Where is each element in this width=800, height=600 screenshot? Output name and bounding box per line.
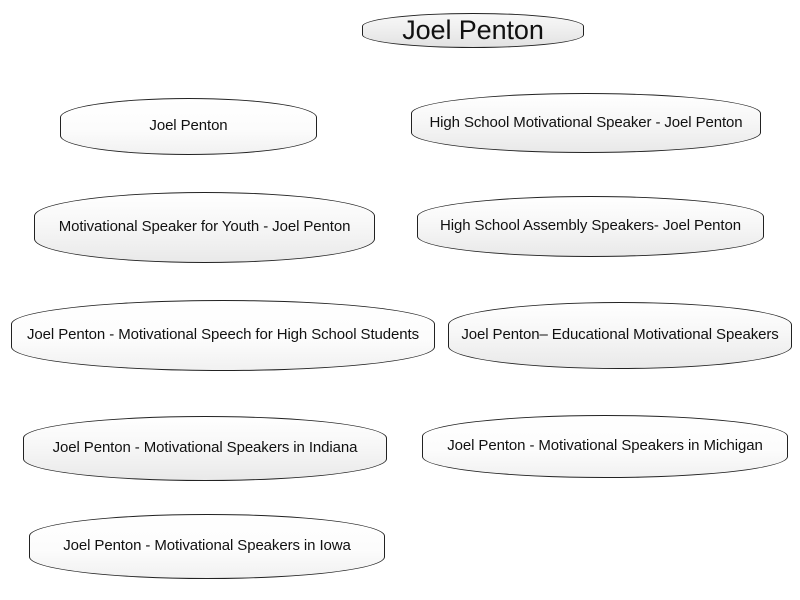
node-label: Joel Penton - Motivational Speakers in M… [447,437,763,455]
node-joel-penton[interactable]: Joel Penton [60,98,317,155]
node-educational-motivational-speakers[interactable]: Joel Penton– Educational Motivational Sp… [448,302,792,369]
node-label: Joel Penton– Educational Motivational Sp… [461,326,779,344]
node-motivational-speakers-iowa[interactable]: Joel Penton - Motivational Speakers in I… [29,514,385,579]
node-motivational-speaker-for-youth[interactable]: Motivational Speaker for Youth - Joel Pe… [34,192,375,263]
node-label: Joel Penton [149,117,228,135]
node-motivational-speakers-indiana[interactable]: Joel Penton - Motivational Speakers in I… [23,416,387,481]
node-high-school-assembly-speakers[interactable]: High School Assembly Speakers- Joel Pent… [417,196,764,257]
node-label: Joel Penton - Motivational Speakers in I… [63,537,351,555]
node-motivational-speech-high-school-students[interactable]: Joel Penton - Motivational Speech for Hi… [11,300,435,371]
node-label: Motivational Speaker for Youth - Joel Pe… [58,218,351,236]
diagram-title-node: Joel Penton [362,13,584,48]
node-high-school-motivational-speaker[interactable]: High School Motivational Speaker - Joel … [411,93,761,153]
node-label: High School Assembly Speakers- Joel Pent… [440,217,741,235]
diagram-title-text: Joel Penton [402,14,544,45]
node-label: Joel Penton - Motivational Speech for Hi… [27,326,419,344]
node-motivational-speakers-michigan[interactable]: Joel Penton - Motivational Speakers in M… [422,415,788,478]
node-label: High School Motivational Speaker - Joel … [429,113,743,131]
node-label: Joel Penton - Motivational Speakers in I… [52,439,358,457]
